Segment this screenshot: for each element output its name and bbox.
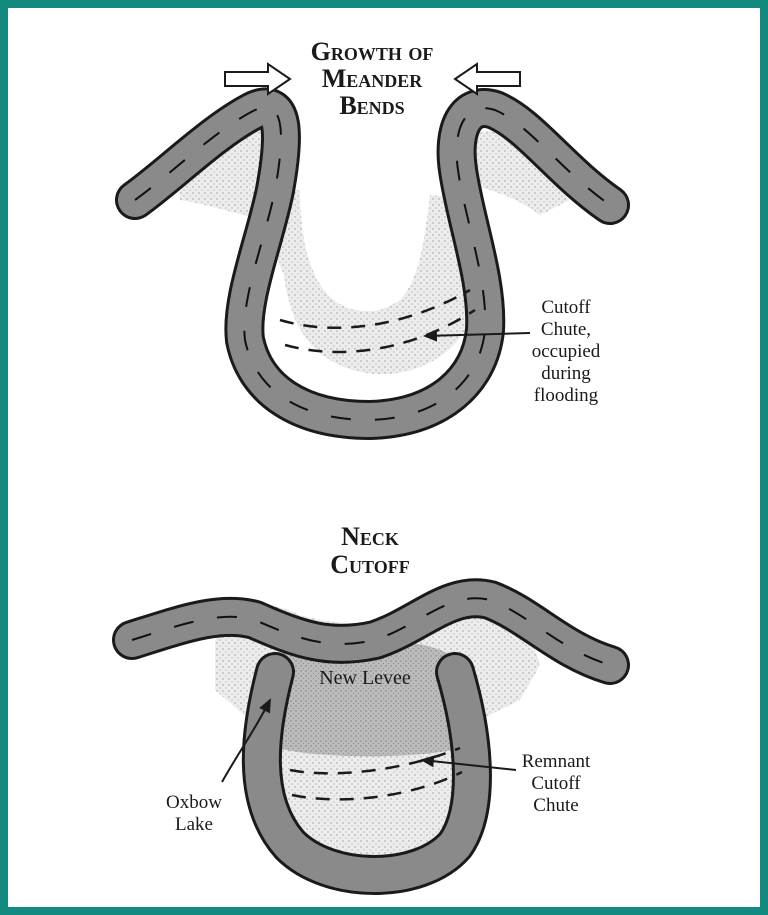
cutoff-chute-label-1: Cutoff [541, 297, 591, 318]
cutoff-chute-label-5: flooding [534, 385, 599, 406]
bottom-panel: Neck Cutoff New Levee Oxbow Lake Remnant… [132, 522, 610, 875]
remnant-label-2: Cutoff [531, 773, 581, 794]
top-title-line-3: Bends [339, 91, 404, 120]
cutoff-chute-label-4: during [541, 363, 591, 384]
top-panel: Growth of Meander Bends Cutoff Chute, oc… [135, 37, 610, 420]
remnant-label-1: Remnant [522, 751, 591, 772]
cutoff-chute-label-3: occupied [532, 341, 601, 362]
bottom-title-line-1: Neck [341, 522, 399, 551]
bottom-title-line-2: Cutoff [330, 550, 409, 579]
bottom-river-water [132, 598, 610, 665]
new-levee-label: New Levee [319, 667, 411, 689]
oxbow-label-2: Lake [175, 814, 213, 835]
top-title-line-2: Meander [322, 64, 424, 93]
cutoff-chute-label-2: Chute, [541, 319, 591, 340]
remnant-label-3: Chute [533, 795, 578, 816]
top-title-line-1: Growth of [311, 37, 434, 66]
oxbow-label-1: Oxbow [166, 792, 222, 813]
